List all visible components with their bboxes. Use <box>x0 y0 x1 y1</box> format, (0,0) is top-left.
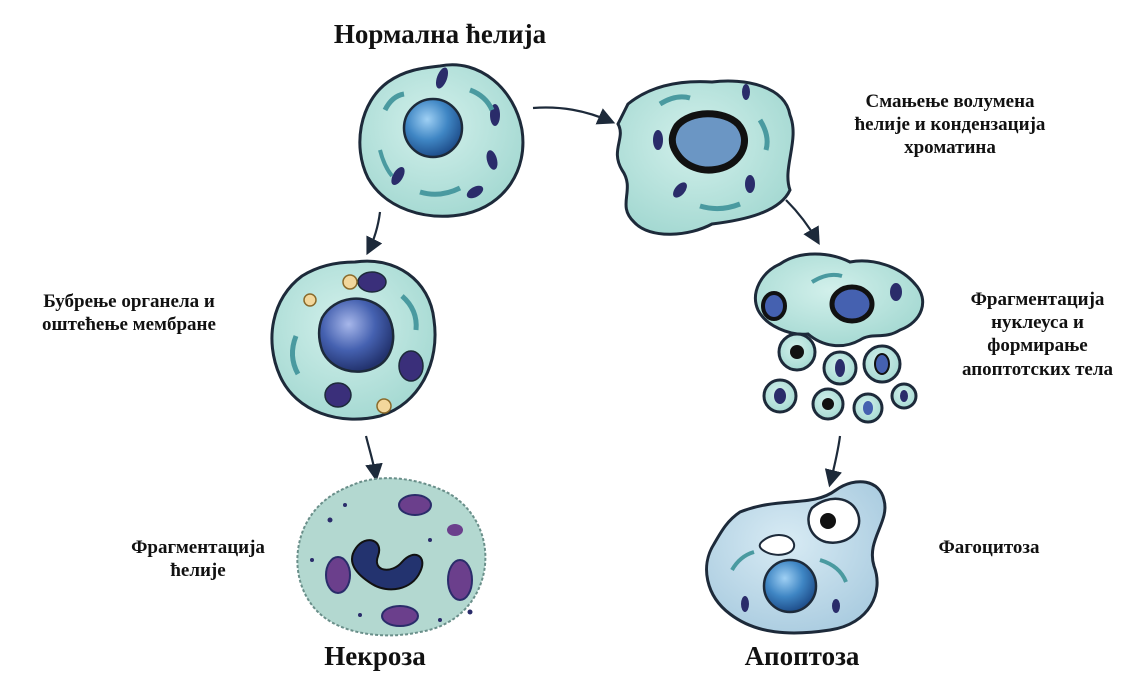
arrow-shrinkage-to-bodies <box>786 200 818 242</box>
normal-cell <box>360 65 523 216</box>
apoptotic-bodies-label: Фрагментација нуклеуса и формирање апопт… <box>935 288 1140 381</box>
shrinkage-label: Смањење волумена ћелије и кондензација х… <box>820 90 1080 160</box>
apoptotic-bodies <box>755 254 922 422</box>
cell-fragmentation-label: Фрагментација ћелије <box>95 536 301 582</box>
arrow-swelling-to-fragmentation <box>366 436 376 478</box>
fragmenting-cell <box>297 478 485 635</box>
apoptosis-title: Апоптоза <box>712 640 892 673</box>
normal-cell-title: Нормална ћелија <box>300 18 580 51</box>
necrosis-title: Некроза <box>290 640 460 673</box>
phagocytosis-label: Фагоцитоза <box>914 536 1064 559</box>
arrow-normal-to-shrinkage <box>533 108 612 122</box>
swollen-cell <box>272 261 435 419</box>
arrow-normal-to-swelling <box>368 212 380 252</box>
arrow-bodies-to-phagocytosis <box>830 436 840 484</box>
swelling-label: Бубрење органела и оштећење мембране <box>0 290 258 336</box>
phagocyte-cell <box>707 482 885 633</box>
shrunken-cell <box>617 81 793 234</box>
